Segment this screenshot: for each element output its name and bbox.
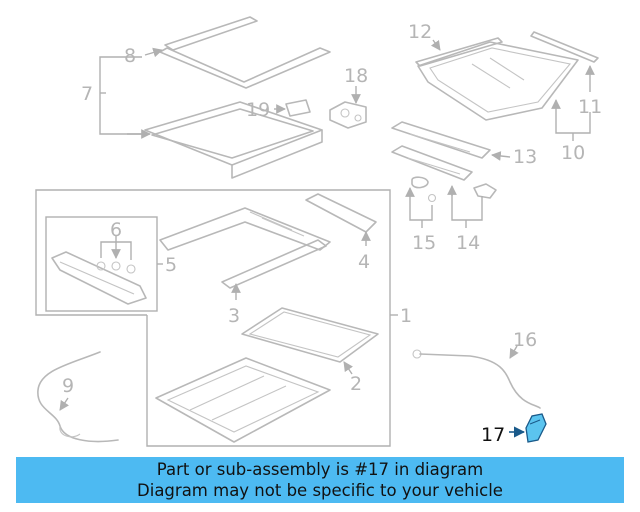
callout-6: 6 bbox=[110, 219, 122, 241]
callout-13: 13 bbox=[513, 146, 537, 168]
callout-19: 19 bbox=[246, 99, 270, 121]
callout-7-bracket bbox=[99, 47, 163, 139]
part-17-highlighted bbox=[525, 413, 547, 443]
part-18-motor bbox=[329, 101, 367, 129]
callout-16: 16 bbox=[513, 329, 537, 351]
sunroof-housing bbox=[155, 357, 331, 443]
part-4-bracket bbox=[305, 193, 377, 233]
part-2-shade bbox=[241, 307, 379, 363]
sunroof-frame-trim bbox=[144, 101, 323, 179]
info-banner-background bbox=[16, 457, 624, 503]
part-9-wire-harness bbox=[37, 351, 119, 443]
callout-10: 10 bbox=[561, 142, 585, 164]
part-6-fasteners bbox=[96, 261, 136, 274]
callout-17: 17 bbox=[481, 424, 505, 446]
banner-line-1: Part or sub-assembly is #17 in diagram bbox=[156, 460, 484, 479]
glass-weatherstrip-side bbox=[530, 31, 599, 63]
banner-line-2: Diagram may not be specific to your vehi… bbox=[137, 481, 503, 500]
callout-1: 1 bbox=[400, 305, 412, 327]
callout-4: 4 bbox=[358, 251, 370, 273]
callout-9: 9 bbox=[62, 375, 74, 397]
callout-15: 15 bbox=[412, 232, 436, 254]
callout-18: 18 bbox=[344, 65, 368, 87]
part-19-pad bbox=[285, 99, 311, 117]
callout-2: 2 bbox=[350, 373, 362, 395]
callout-7: 7 bbox=[81, 83, 93, 105]
callout-12: 12 bbox=[408, 21, 432, 43]
assembly-box-1 bbox=[35, 189, 391, 447]
sunroof-frame-rails bbox=[159, 207, 331, 289]
glass-panel bbox=[417, 41, 579, 121]
callout-14: 14 bbox=[456, 232, 480, 254]
callout-5: 5 bbox=[165, 254, 177, 276]
callout-8: 8 bbox=[124, 45, 136, 67]
deflector-panel bbox=[391, 121, 491, 181]
part-16-drain-hose bbox=[412, 349, 541, 409]
part-15-clip bbox=[411, 176, 437, 203]
sunroof-seal-upper bbox=[159, 16, 331, 89]
part-14-bracket bbox=[473, 183, 497, 199]
callout-11: 11 bbox=[578, 96, 602, 118]
part-5-rail bbox=[51, 251, 147, 305]
info-banner: Part or sub-assembly is #17 in diagram D… bbox=[16, 457, 624, 503]
callout-3: 3 bbox=[228, 305, 240, 327]
glass-weatherstrip-front bbox=[415, 37, 503, 67]
assembly-box-5 bbox=[45, 216, 158, 312]
